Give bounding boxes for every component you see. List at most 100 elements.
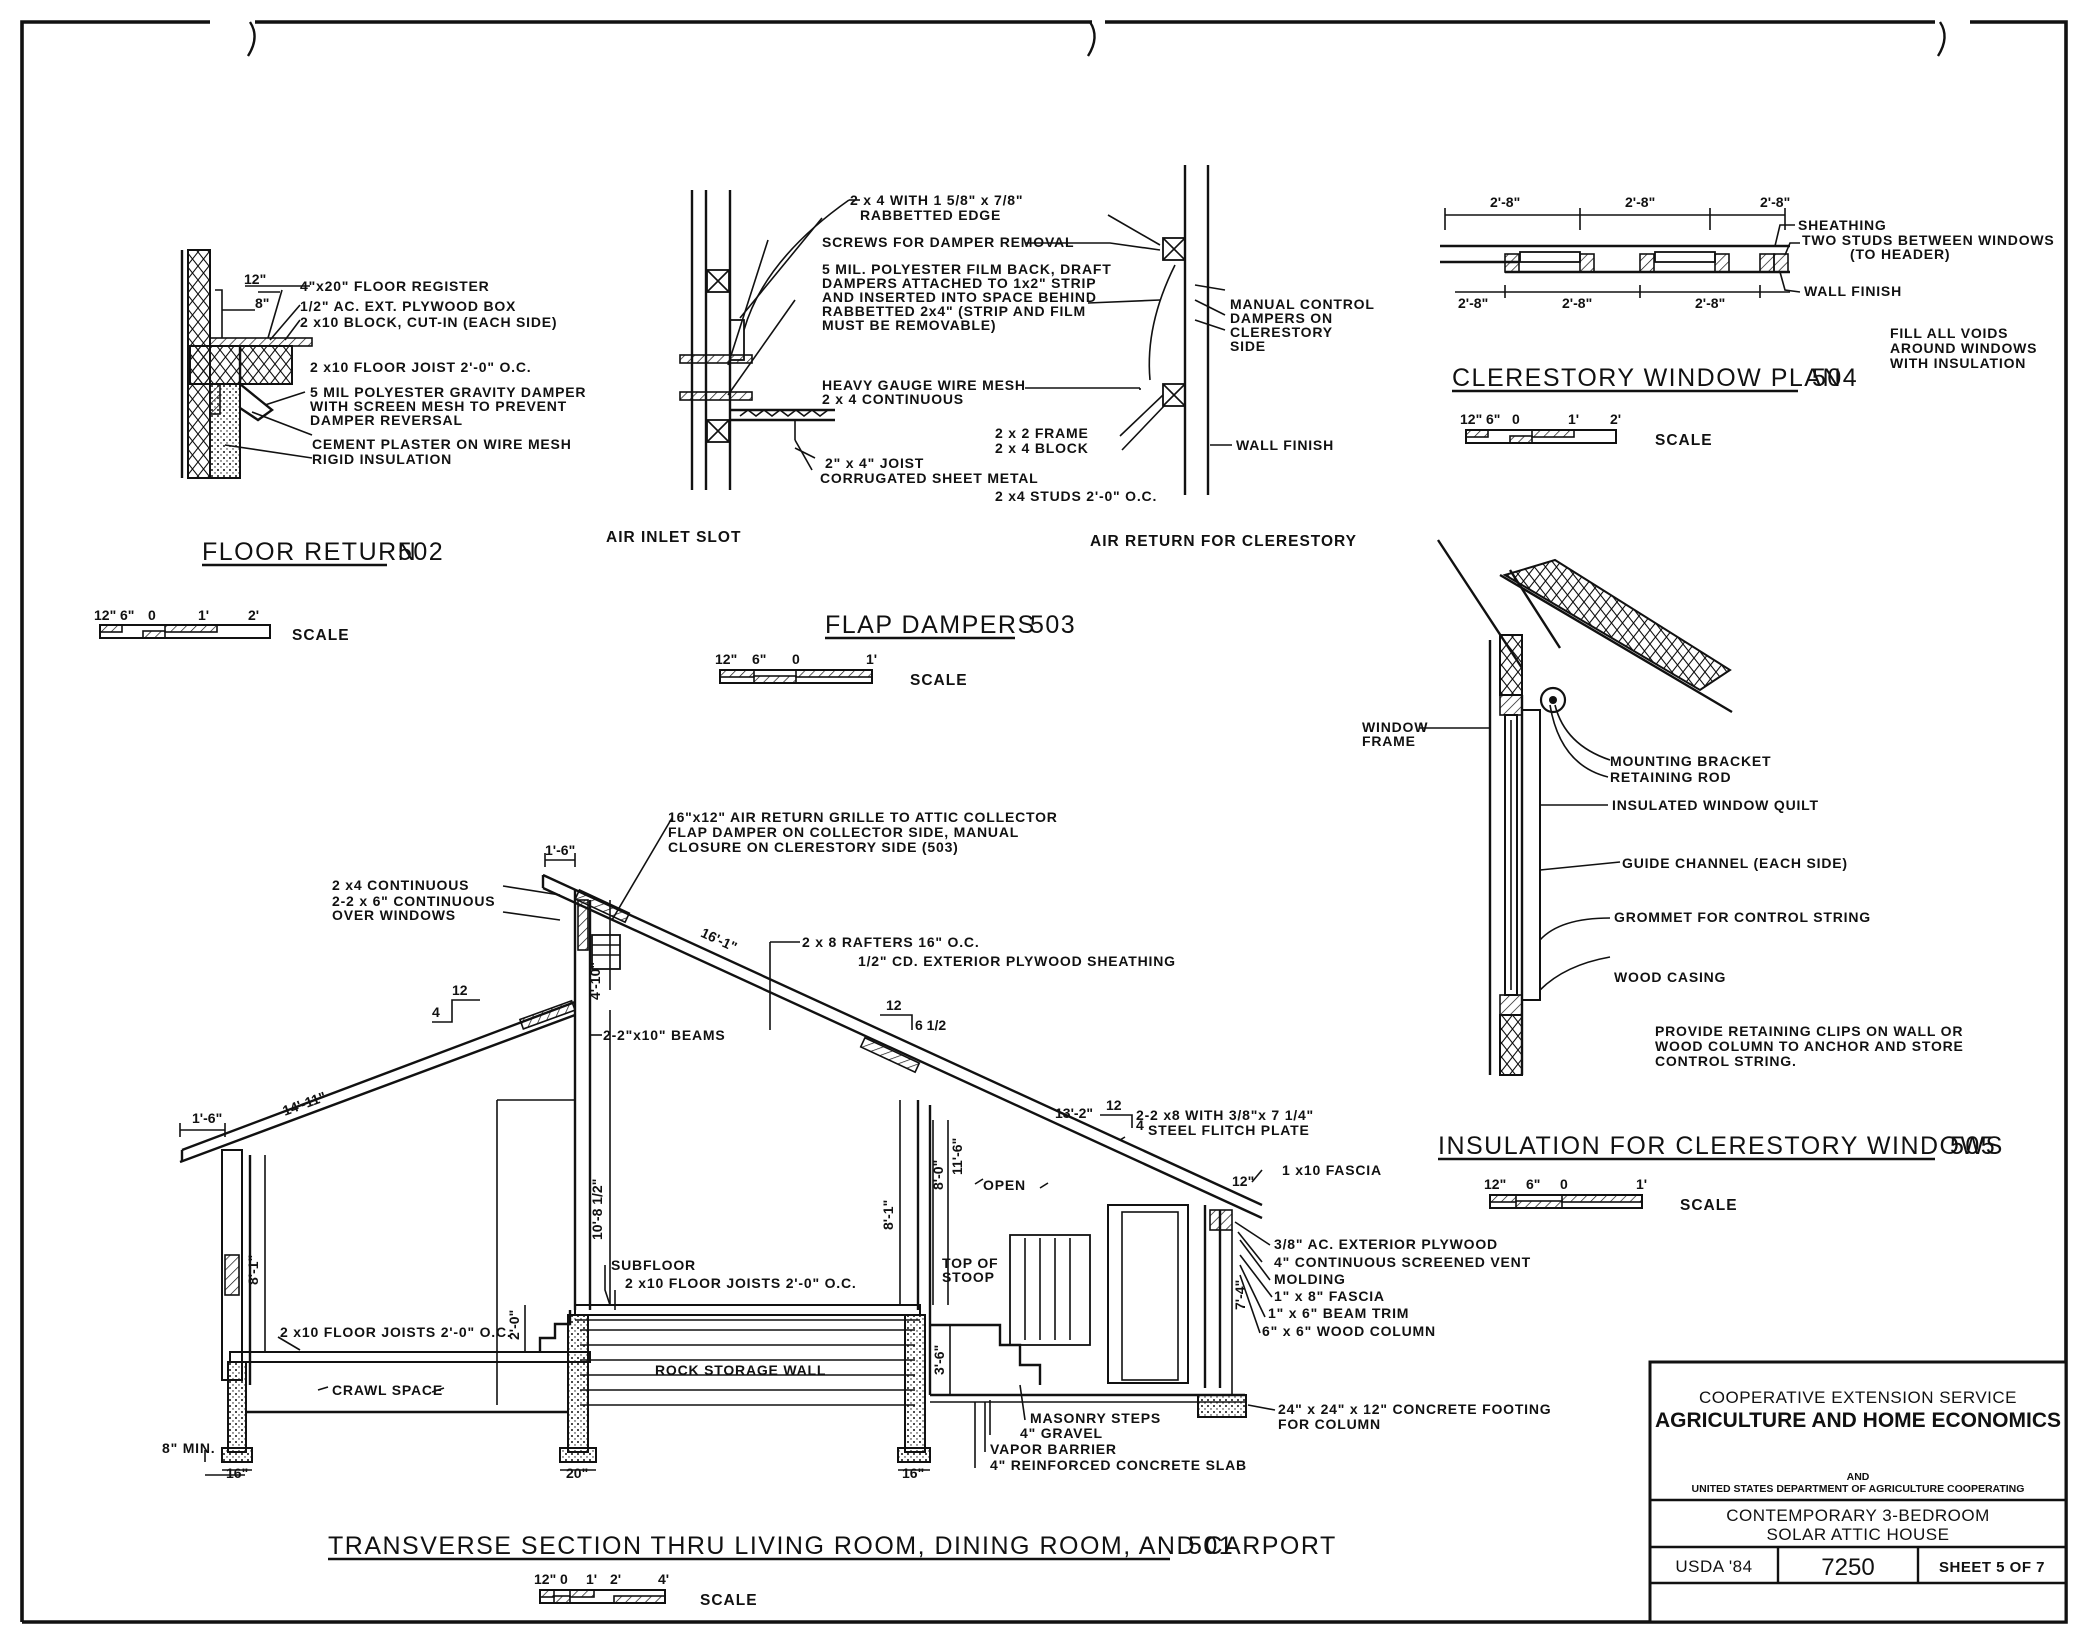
label-continuous: 2 x4 CONTINUOUS — [332, 877, 469, 893]
dim-1-6-left: 1'-6" — [192, 1110, 222, 1126]
label-wire-mesh: HEAVY GAUGE WIRE MESH — [822, 377, 1026, 393]
number-flap-dampers: 503 — [1030, 611, 1076, 639]
scale-bar-504: 12" 6" 0 1' 2' SCALE — [1460, 411, 1712, 449]
label-ext-plywood: 3/8" AC. EXTERIOR PLYWOOD — [1274, 1236, 1498, 1252]
label-flitch-1: 2-2 x8 WITH 3/8"x 7 1/4" — [1136, 1107, 1314, 1123]
label-film-2: DAMPERS ATTACHED TO 1x2" STRIP — [822, 275, 1096, 291]
label-crawl-space: CRAWL SPACE — [332, 1382, 443, 1398]
detail-floor-return: 12" 8" 4"x20" FLOOR REGISTER 1/2" AC. EX… — [94, 249, 586, 644]
sheet-cell: SHEET 5 OF 7 — [1939, 1559, 2045, 1576]
agency-line-2: AGRICULTURE AND HOME ECONOMICS — [1655, 1409, 2061, 1432]
label-fascia-1x10: 1 x10 FASCIA — [1282, 1162, 1382, 1178]
label-plywood-box: 1/2" AC. EXT. PLYWOOD BOX — [300, 298, 516, 314]
label-studs: 2 x4 STUDS 2'-0" O.C. — [995, 488, 1157, 504]
dim-8in: 8" — [255, 295, 269, 311]
label-wood-casing: WOOD CASING — [1614, 969, 1726, 985]
scale-503-tick-1: 12" — [715, 651, 737, 667]
scale-505-tick-3: 0 — [1560, 1176, 1568, 1192]
scale-501-tick-4: 2' — [610, 1571, 621, 1587]
slope-1-rise: 4 — [432, 1004, 440, 1020]
scale-bar-505: 12" 6" 0 1' SCALE — [1484, 1176, 1737, 1214]
label-gravel: 4" GRAVEL — [1020, 1425, 1103, 1441]
label-cement-plaster: CEMENT PLASTER ON WIRE MESH — [312, 436, 572, 452]
title-block: COOPERATIVE EXTENSION SERVICE AGRICULTUR… — [1648, 1360, 2068, 1624]
label-fill-2: AROUND WINDOWS — [1890, 340, 2037, 356]
label-window-quilt: INSULATED WINDOW QUILT — [1612, 797, 1819, 813]
detail-clerestory-plan: 2'-8" 2'-8" 2'-8" 2'-8" 2'-8" 2'-8" SHEA… — [1440, 194, 2055, 449]
detail-transverse-section: 16"x12" AIR RETURN GRILLE TO ATTIC COLLE… — [162, 809, 1551, 1609]
dim-14-11: 14'-11" — [280, 1088, 328, 1118]
sheet-border — [20, 20, 2068, 1624]
label-subfloor: SUBFLOOR — [611, 1257, 696, 1273]
number-floor-return: 502 — [398, 538, 444, 566]
number-clerestory-plan: 504 — [1812, 364, 1858, 392]
scale-505-tick-4: 1' — [1636, 1176, 1647, 1192]
detail-clerestory-insulation: WINDOW FRAME MOUNTING BRACKET RETAINING … — [1362, 539, 2002, 1214]
dim-top-1: 2'-8" — [1490, 194, 1520, 210]
dim-top-2: 2'-8" — [1625, 194, 1655, 210]
slope-2-rise: 6 1/2 — [915, 1017, 946, 1033]
dim-4-10: 4'-10" — [587, 962, 603, 1000]
number-clerestory-insulation: 505 — [1950, 1132, 1996, 1160]
label-continuous-2x6-1: 2-2 x 6" CONTINUOUS — [332, 893, 495, 909]
title-transverse-section: TRANSVERSE SECTION THRU LIVING ROOM, DIN… — [328, 1532, 1337, 1560]
scale-504-tick-3: 0 — [1512, 411, 1520, 427]
label-floor-joist: 2 x10 FLOOR JOIST 2'-0" O.C. — [310, 359, 531, 375]
label-wood-column: 6" x 6" WOOD COLUMN — [1262, 1323, 1436, 1339]
label-minimum: 8" MIN. — [162, 1440, 215, 1456]
label-floor-joists-lower: 2 x10 FLOOR JOISTS 2'-0" O.C. — [280, 1324, 512, 1340]
scale-504-tick-2: 6" — [1486, 411, 1500, 427]
label-rigid-insulation: RIGID INSULATION — [312, 451, 452, 467]
scale-501-tick-3: 1' — [586, 1571, 597, 1587]
label-frame: 2 x 2 FRAME — [995, 425, 1089, 441]
label-fill-3: WITH INSULATION — [1890, 355, 2026, 371]
label-grille-2: FLAP DAMPER ON COLLECTOR SIDE, MANUAL — [668, 824, 1019, 840]
label-manual-2: DAMPERS ON — [1230, 310, 1333, 326]
dim-12in: 12" — [244, 271, 266, 287]
scale-bar-503: 12" 6" 0 1' SCALE — [715, 651, 967, 689]
title-flap-dampers: FLAP DAMPERS — [825, 611, 1036, 639]
label-two-studs-1: TWO STUDS BETWEEN WINDOWS — [1802, 232, 2055, 248]
label-block: 2 x 4 BLOCK — [995, 440, 1089, 456]
scale-501-tick-2: 0 — [560, 1571, 568, 1587]
label-screws: SCREWS FOR DAMPER REMOVAL — [822, 234, 1074, 250]
label-top-of-stoop-2: STOOP — [942, 1269, 995, 1285]
scale-502-label: SCALE — [292, 627, 350, 644]
scale-504-tick-4: 1' — [1568, 411, 1579, 427]
scale-503-tick-3: 0 — [792, 651, 800, 667]
label-gravity-damper-2: WITH SCREEN MESH TO PREVENT — [310, 398, 567, 414]
label-flitch-2: STEEL FLITCH PLATE — [1148, 1122, 1310, 1138]
label-manual-3: CLERESTORY — [1230, 324, 1333, 340]
slope-1-run: 12 — [452, 982, 468, 998]
slope-3-run: 12 — [1106, 1097, 1122, 1113]
detail-flap-dampers: 2 x 4 WITH 1 5/8" x 7/8" RABBETTED EDGE … — [606, 165, 1375, 689]
label-rock-storage: ROCK STORAGE WALL — [655, 1362, 826, 1378]
agency-and: AND — [1847, 1471, 1870, 1483]
label-sheet-metal: CORRUGATED SHEET METAL — [820, 470, 1039, 486]
dim-8-1-left: 8'-1" — [245, 1255, 261, 1285]
dim-bottom-2: 2'-8" — [1562, 295, 1592, 311]
label-floor-register: 4"x20" FLOOR REGISTER — [300, 278, 490, 294]
dim-7-4: 7'-4" — [1232, 1280, 1248, 1310]
label-note-3: CONTROL STRING. — [1655, 1053, 1797, 1069]
label-note-2: WOOD COLUMN TO ANCHOR AND STORE — [1655, 1038, 1964, 1054]
scale-502-tick-3: 0 — [148, 607, 156, 623]
label-rabbetted-1: 2 x 4 WITH 1 5/8" x 7/8" — [850, 192, 1023, 208]
label-floor-joists-upper: 2 x10 FLOOR JOISTS 2'-0" O.C. — [625, 1275, 857, 1291]
project-line-2: SOLAR ATTIC HOUSE — [1767, 1525, 1950, 1544]
label-beams: 2-2"x10" BEAMS — [603, 1027, 726, 1043]
label-mounting-bracket: MOUNTING BRACKET — [1610, 753, 1771, 769]
label-continuous-2x6-2: OVER WINDOWS — [332, 907, 456, 923]
slope-3-rise: 4 — [1136, 1117, 1144, 1133]
dim-top-3: 2'-8" — [1760, 194, 1790, 210]
label-vapor-barrier: VAPOR BARRIER — [990, 1441, 1117, 1457]
label-masonry-steps: MASONRY STEPS — [1030, 1410, 1161, 1426]
label-rabbetted-2: RABBETTED EDGE — [860, 207, 1001, 223]
label-gravity-damper-1: 5 MIL POLYESTER GRAVITY DAMPER — [310, 384, 586, 400]
label-manual-1: MANUAL CONTROL — [1230, 296, 1375, 312]
dim-bottom-3: 2'-8" — [1695, 295, 1725, 311]
scale-504-tick-5: 2' — [1610, 411, 1621, 427]
label-film-4: RABBETTED 2x4" (STRIP AND FILM — [822, 303, 1086, 319]
label-film-1: 5 MIL. POLYESTER FILM BACK, DRAFT — [822, 261, 1112, 277]
dim-12in: 12" — [1232, 1173, 1254, 1189]
